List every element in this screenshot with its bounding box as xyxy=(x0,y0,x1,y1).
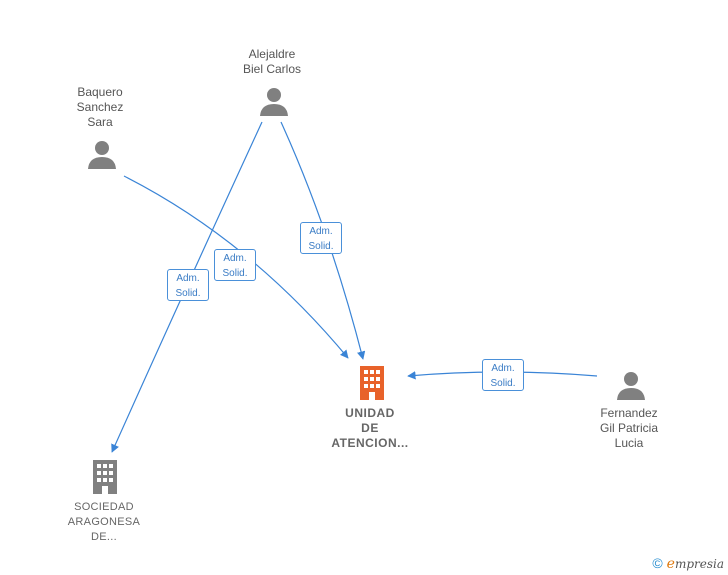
person-icon[interactable] xyxy=(87,139,117,169)
node-label-fernandez: Fernandez Gil Patricia Lucia xyxy=(599,406,658,450)
brand-logo: empresia xyxy=(666,556,724,572)
footer-brand[interactable]: ©empresia xyxy=(652,555,724,572)
node-label-sociedad[interactable]: SOCIEDAD ARAGONESA DE... xyxy=(67,501,141,543)
edge-label-alejaldre-unidad[interactable]: Adm.Solid. xyxy=(300,222,342,254)
edge-label-alejaldre-sociedad[interactable]: Adm.Solid. xyxy=(167,269,209,301)
node-label-unidad[interactable]: UNIDAD DE ATENCION... xyxy=(331,406,409,450)
person-icon[interactable] xyxy=(259,86,289,116)
building-icon[interactable] xyxy=(90,460,120,494)
node-label-alejaldre: Alejaldre Biel Carlos xyxy=(242,47,302,76)
building-icon[interactable] xyxy=(357,366,387,400)
copyright-icon: © xyxy=(652,555,663,571)
edge-label-baquero-unidad[interactable]: Adm.Solid. xyxy=(214,249,256,281)
edge-label-fernandez-unidad[interactable]: Adm.Solid. xyxy=(482,359,524,391)
person-icon[interactable] xyxy=(616,370,646,400)
node-label-baquero: Baquero Sanchez Sara xyxy=(76,85,124,129)
